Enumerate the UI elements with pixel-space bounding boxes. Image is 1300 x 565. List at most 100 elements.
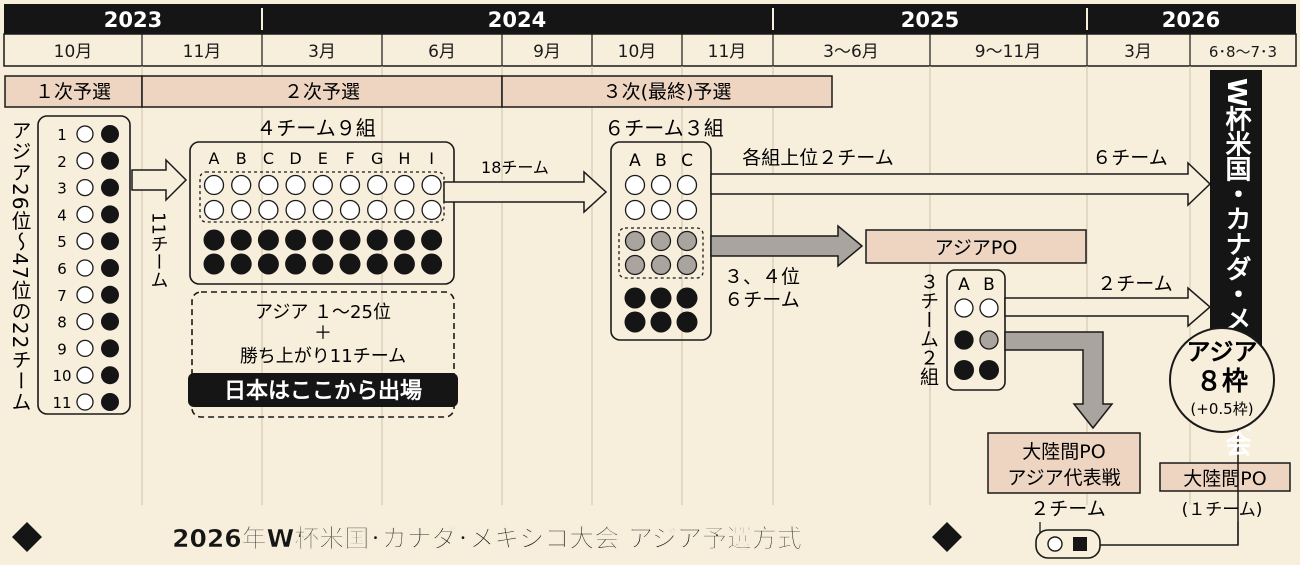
asia-slot-line3: (+0.5枠) <box>1190 400 1253 418</box>
round1-white-marker <box>76 152 94 170</box>
round2-group-letter: D <box>289 149 301 168</box>
footer: 2026年W杯米国･カナダ･メキシコ大会 アジア予選方式 <box>12 522 962 553</box>
japan-banner-text: 日本はここから出場 <box>224 379 422 404</box>
round3-gray-marker <box>676 254 698 276</box>
round2-note-plus: ＋ <box>314 323 332 344</box>
round2-black-marker <box>285 229 307 251</box>
round3-gray-marker <box>650 254 672 276</box>
round2-white-marker <box>258 174 279 196</box>
month-2026-jun-jul: 6･8〜7･3 <box>1209 43 1277 61</box>
round1-white-marker <box>76 312 94 331</box>
round1-white-marker <box>76 366 94 384</box>
round2-black-marker <box>257 229 279 251</box>
round2-white-marker <box>285 174 306 196</box>
round1-white-marker <box>76 125 94 143</box>
round1-side-label: アジア26位〜47位の22チーム <box>8 120 32 412</box>
round2-black-marker <box>339 253 361 275</box>
round1-row-number: 7 <box>57 287 67 305</box>
year-2026: 2026 <box>1162 8 1220 32</box>
round3-mid-label-2: ６チーム <box>724 289 799 311</box>
round2-black-marker <box>230 253 252 275</box>
round2-group-letter: G <box>371 149 383 168</box>
round2-white-marker <box>367 174 388 196</box>
round1-black-marker <box>101 232 119 251</box>
interconf-asia-box <box>987 432 1141 494</box>
round3-group-letter: A <box>629 151 641 171</box>
round2-black-marker <box>203 253 225 275</box>
round2-white-marker <box>203 174 225 196</box>
interconf-asia-line2: アジア代表戦 <box>1007 467 1120 489</box>
round1-white-marker <box>76 232 94 250</box>
round1-row-number: 3 <box>57 180 67 198</box>
asia-po-group-letter: B <box>983 275 995 295</box>
interconf-world-teams: (１チーム) <box>1182 500 1263 520</box>
round2-group-letter: F <box>345 149 354 168</box>
round1-row-number: 4 <box>57 206 67 224</box>
round2-black-marker <box>230 229 252 251</box>
footer-right-diamond <box>932 522 962 552</box>
round2-black-marker <box>366 229 388 251</box>
round3-top-right-label: ６チーム <box>1092 147 1167 169</box>
asia-po-title: アジアPO <box>935 237 1018 259</box>
round1-row-number: 2 <box>57 153 67 171</box>
tournament-box <box>1210 70 1262 360</box>
round2-black-marker <box>312 253 334 275</box>
round2-arrow-label: 18チーム <box>481 158 549 177</box>
round3-black-marker <box>624 311 646 333</box>
month-2024-oct: 10月 <box>618 42 657 62</box>
year-2023: 2023 <box>104 8 162 32</box>
round3-playoff-highlight <box>618 227 704 279</box>
asia-po-black-marker <box>954 360 974 380</box>
round1-white-marker <box>76 339 94 358</box>
asia-po-white-marker <box>979 298 999 318</box>
round2-note-line1: アジア １〜25位 <box>255 302 391 323</box>
round3-black-marker <box>676 311 698 333</box>
round3-group-letter: B <box>655 151 667 171</box>
round2-group-letter: E <box>318 149 328 168</box>
round1-box <box>37 115 131 415</box>
month-2024-nov: 11月 <box>708 42 747 62</box>
round2-white-marker <box>421 174 442 196</box>
interconf-black-marker <box>1073 537 1087 551</box>
round3-gray-marker <box>624 230 646 252</box>
round2-white-marker <box>285 199 306 221</box>
interconf-asia: 大陸間PO アジア代表戦 ２チーム <box>987 432 1141 520</box>
month-2023-oct: 10月 <box>54 42 93 62</box>
asia-po-side-label: ３チーム２組 <box>917 272 939 386</box>
round2-white-marker <box>258 199 279 221</box>
asia-slot-circle <box>1169 327 1275 433</box>
round1-black-marker <box>101 339 119 358</box>
round1-black-marker <box>101 312 119 331</box>
round1-black-marker <box>101 151 119 170</box>
round1-black-marker <box>101 259 119 277</box>
round2-white-marker <box>231 199 252 221</box>
stage-bands: １次予選 ２次予選 ３次(最終)予選 <box>4 75 833 108</box>
year-header: 2023 2024 2025 2026 <box>4 4 1296 34</box>
round3-gray-marker <box>650 230 672 252</box>
round2-title: ４チーム９組 <box>256 116 375 140</box>
asia-po-winner-arrow <box>1004 286 1212 328</box>
round2-note-box <box>191 291 455 418</box>
stage-band-second <box>141 75 503 108</box>
footer-title: 2026年W杯米国･カナダ･メキシコ大会 アジア予選方式 <box>172 524 802 553</box>
round3-top-arrow <box>710 161 1212 207</box>
round2-to-round3-arrow <box>443 170 608 214</box>
round2-group-letter: H <box>398 149 410 168</box>
round2-white-marker <box>394 174 415 196</box>
round2-group-letter: B <box>236 149 247 168</box>
round2-black-marker <box>285 253 307 275</box>
round2-black-marker <box>421 229 443 251</box>
stage-first-label: １次予選 <box>35 81 111 103</box>
year-2024: 2024 <box>488 8 546 32</box>
month-2026-mar: 3月 <box>1124 42 1152 62</box>
round3-white-marker <box>650 199 672 221</box>
round2-white-marker <box>367 199 388 221</box>
asia-po-winner-label: ２チーム <box>1097 273 1172 295</box>
round1-to-round2-arrow <box>131 158 188 202</box>
footer-left-diamond <box>12 522 42 552</box>
round2-white-marker <box>203 199 225 221</box>
round2-black-marker <box>366 253 388 275</box>
